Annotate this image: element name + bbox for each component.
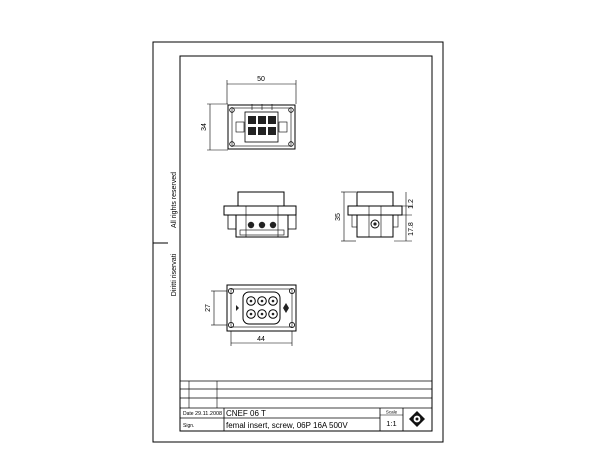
part-code: CNEF 06 T: [226, 409, 266, 418]
part-description: femal insert, screw, 06P 16A 500V: [226, 421, 348, 430]
dim-side-height: 35: [335, 213, 342, 221]
bottom-view: 27 44: [205, 284, 297, 346]
rights-reserved-it-text: Diritti riservati: [171, 253, 178, 296]
scale-label: Scale: [386, 410, 398, 415]
date-value: 29.11.2008: [195, 411, 222, 417]
dim-bottom-width: 44: [257, 336, 265, 343]
front-view: [223, 191, 297, 238]
side-view: 35 1.2 17.8: [335, 191, 415, 242]
dim-side-lower: 17.8: [408, 222, 415, 236]
scale-value: 1:1: [386, 419, 396, 428]
outer-border: [152, 41, 444, 443]
inner-border: [179, 55, 433, 432]
rights-reserved-text: All rights reserved: [171, 172, 178, 228]
top-view: 50 34: [201, 76, 297, 151]
dim-bottom-height: 27: [205, 304, 212, 312]
title-block: Date 29.11.2008 Sign. CNEF 06 T femal in…: [180, 380, 432, 431]
company-logo: [409, 411, 425, 427]
dim-top-height: 34: [201, 123, 208, 131]
dim-top-width: 50: [257, 76, 265, 83]
sign-label: Sign.: [183, 423, 194, 429]
dim-side-upper: 1.2: [408, 199, 415, 209]
date-label: Date: [183, 411, 194, 417]
